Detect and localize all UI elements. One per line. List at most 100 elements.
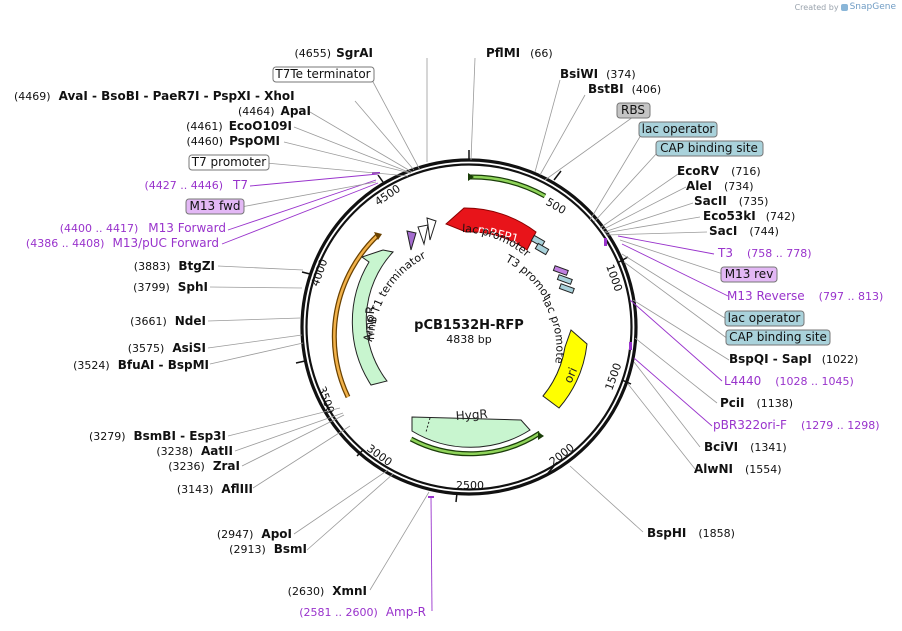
site-sacii: SacII(735) <box>694 194 768 208</box>
tick-marks <box>295 150 632 503</box>
cap-binding-site-1-glyph <box>534 242 550 256</box>
rbs-box-label: RBS <box>621 103 645 117</box>
site-sgrai: (4655)SgrAI <box>295 46 373 60</box>
tick-label-2500: 2500 <box>456 479 484 492</box>
cap-binding-site-box-1-label: CAP binding site <box>660 141 758 155</box>
site-ecorv: EcoRV(716) <box>677 164 761 178</box>
restriction-site-labels: (4655)SgrAI PflMI(66) BsiWI(374) BstBI(4… <box>14 46 858 598</box>
snapgene-logo-icon <box>840 3 848 11</box>
t7te-terminator-glyph <box>417 224 429 246</box>
site-ndei: (3661)NdeI <box>130 314 206 328</box>
cap-binding-site-box-2-label: CAP binding site <box>729 330 827 344</box>
site-afliii: (3143)AflIII <box>177 482 253 496</box>
site-bsiwi: BsiWI(374) <box>560 67 636 81</box>
tick-500 <box>553 170 562 181</box>
m13-rev-box-label: M13 rev <box>725 267 774 281</box>
tick-2500 <box>455 492 458 503</box>
hygr-feature-arrow <box>351 249 394 386</box>
site-apoi: (2947)ApoI <box>217 527 292 541</box>
hygr-arc-arrowhead <box>374 232 382 240</box>
primer-l4440: L4440(1028 .. 1045) <box>724 374 854 388</box>
site-alei: AleI(734) <box>686 179 754 193</box>
tick-label-1000: 1000 <box>603 263 625 294</box>
site-btgzi: (3883)BtgZI <box>134 259 215 273</box>
m13fwd-glyph <box>406 230 417 251</box>
primer-labels: (4427 .. 4446)T7 (4400 .. 4417)M13 Forwa… <box>26 178 883 619</box>
primer-t7: (4427 .. 4446)T7 <box>144 178 248 192</box>
plasmid-length: 4838 bp <box>446 333 491 346</box>
t7-promoter-glyph <box>426 217 437 241</box>
site-apai: (4464)ApaI <box>238 104 311 118</box>
site-xmni: (2630)XmnI <box>288 584 367 598</box>
plasmid-name: pCB1532H-RFP <box>414 318 524 333</box>
cap-binding-site-2-glyph <box>558 283 575 294</box>
mrfp1-arc-arrowhead <box>468 173 474 181</box>
mrfp1-feature-arrow <box>445 207 537 251</box>
tick-label-4000: 4000 <box>309 257 331 288</box>
tick-label-3000: 3000 <box>364 442 394 469</box>
m13-rev-box <box>720 266 778 283</box>
tick-3500 <box>295 360 306 364</box>
boxed-labels: T7Te terminator T7 promoter M13 fwd RBS … <box>185 66 831 346</box>
primer-leader-lines <box>221 173 729 612</box>
lac-operator-box-1 <box>638 121 718 138</box>
mrfp1-orf-arc-outline <box>469 174 547 199</box>
hygr-orf-arc <box>333 234 379 398</box>
ampr-feature-label: HygR <box>455 407 488 423</box>
site-eco53ki: Eco53kI(742) <box>703 209 795 223</box>
tick-2000 <box>547 465 555 474</box>
tick-3000 <box>356 449 364 457</box>
lac-promoter-label-2: lac promoter <box>0 0 566 365</box>
site-pflmi: PflMI(66) <box>486 46 553 60</box>
cap-binding-site-box-2 <box>725 329 831 346</box>
site-pspomi: (4460)PspOMI <box>186 134 280 148</box>
tick-4500 <box>377 174 384 183</box>
orf-arcs <box>331 174 547 457</box>
rbs-box <box>616 102 651 119</box>
tick-1500 <box>621 379 632 385</box>
tick-label-500: 500 <box>544 195 569 217</box>
site-zrai: (3236)ZraI <box>168 459 240 473</box>
mrfp1-orf-arc <box>469 175 546 198</box>
m13rev-glyph <box>552 265 569 276</box>
primer-m13-reverse: M13 Reverse(797 .. 813) <box>727 289 883 303</box>
site-aatii: (3238)AatII <box>156 444 233 458</box>
site-ecoo109i: (4461)EcoO109I <box>186 119 292 133</box>
credit-prefix: Created by <box>794 2 839 12</box>
ampr-dashed-divider <box>425 417 431 433</box>
m13-fwd-box-label: M13 fwd <box>190 199 241 213</box>
site-bfuai-group: (3524)BfuAI - BspMI <box>73 358 209 372</box>
ampr-feature-arrow <box>411 416 531 448</box>
site-avai-group: (4469)AvaI - BsoBI - PaeR7I - PspXI - Xh… <box>14 89 295 103</box>
site-asisi: (3575)AsiSI <box>128 341 206 355</box>
ampr-arc-arrowhead <box>538 432 544 440</box>
small-features <box>406 217 575 294</box>
feature-arrows: mRFP1 HygR AmpR ori <box>351 207 588 448</box>
ori-feature-arrow <box>542 329 588 409</box>
backbone-inner-ring <box>305 163 633 491</box>
hygr-feature-label: AmpR <box>361 305 377 342</box>
t7-promoter-box <box>188 154 270 171</box>
site-bstbi: BstBI(406) <box>588 82 661 96</box>
site-alwni: AlwNI(1554) <box>694 462 782 476</box>
site-bcivi: BciVI(1341) <box>704 440 787 454</box>
lac-operator-2-glyph <box>556 274 573 285</box>
tick-label-1500: 1500 <box>603 361 625 392</box>
lac-operator-box-2-label: lac operator <box>728 311 801 325</box>
credit-brand: SnapGene <box>849 2 896 12</box>
tick-4000 <box>301 271 311 275</box>
primer-amp-r: (2581 .. 2600)Amp-R <box>299 605 426 619</box>
t7te-terminator-box-label: T7Te terminator <box>274 67 370 81</box>
ori-feature-label: ori <box>561 365 580 385</box>
site-bsmbi-group: (3279)BsmBI - Esp3I <box>89 429 226 443</box>
site-saci: SacI(744) <box>709 224 779 238</box>
lac-operator-1-glyph <box>530 234 546 248</box>
primer-pbr322ori-f: pBR322ori-F(1279 .. 1298) <box>713 418 880 432</box>
site-leader-lines <box>207 57 730 591</box>
primer-m13-forward: (4400 .. 4417)M13 Forward <box>60 221 226 235</box>
site-bspqi-group: BspQI - SapI(1022) <box>729 352 858 366</box>
site-sphi: (3799)SphI <box>133 280 208 294</box>
inner-labels: lac promoter T3 promoter lac promoter rr… <box>0 0 566 365</box>
primer-t3: T3(758 .. 778) <box>717 246 812 260</box>
